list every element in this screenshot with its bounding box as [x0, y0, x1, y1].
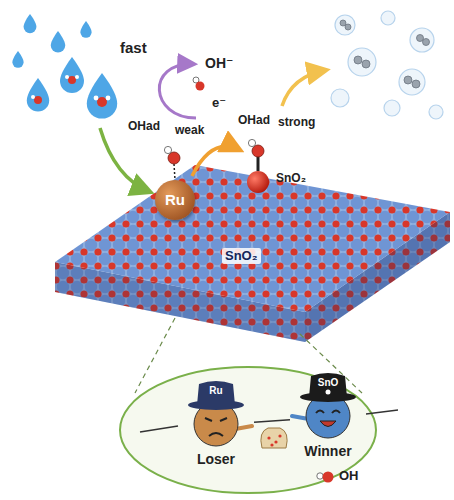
support-label: SnO₂ — [222, 248, 261, 264]
binding-note: weak — [175, 124, 204, 137]
oh-weak — [164, 146, 180, 180]
rope — [254, 420, 290, 423]
adsorbate-label: OHad — [128, 120, 160, 133]
hat-label: Ru — [209, 385, 222, 396]
adsorbate-label: OHad — [238, 114, 270, 127]
oh-strong — [248, 139, 264, 171]
atom-label: Ru — [165, 192, 185, 209]
binding-note: strong — [278, 116, 315, 129]
water-drops — [12, 14, 117, 119]
legend-text: OH — [339, 469, 359, 483]
spillover-arrow — [192, 146, 240, 176]
oh-ion — [193, 77, 205, 91]
hydrogen-molecules — [340, 20, 430, 88]
sno2-site — [247, 171, 269, 193]
rope-end — [140, 426, 178, 432]
zoom-ellipse — [120, 367, 376, 493]
character-caption: Winner — [304, 444, 351, 459]
sno2-slab — [55, 165, 450, 342]
loot-bag — [261, 428, 287, 448]
desorption-arrow — [159, 64, 196, 118]
hat-label: SnO — [318, 377, 339, 388]
site-label: SnO₂ — [276, 172, 306, 185]
legend-sample — [312, 468, 336, 484]
legend-entry: OH — [312, 468, 359, 484]
rope-end — [366, 410, 398, 414]
electron-label: e⁻ — [212, 96, 226, 110]
ion-label: OH⁻ — [205, 56, 233, 71]
ru-character: RuLoser — [178, 378, 254, 472]
sno-character: SnO Winner — [290, 370, 366, 464]
ru-atom: Ru — [155, 180, 195, 220]
rate-note: fast — [120, 40, 147, 57]
hydrogen-arrow — [282, 70, 326, 106]
water-arrow — [100, 128, 150, 192]
character-caption: Loser — [197, 452, 235, 467]
hydrogen-bubbles — [331, 11, 443, 119]
water-molecules — [31, 75, 110, 107]
